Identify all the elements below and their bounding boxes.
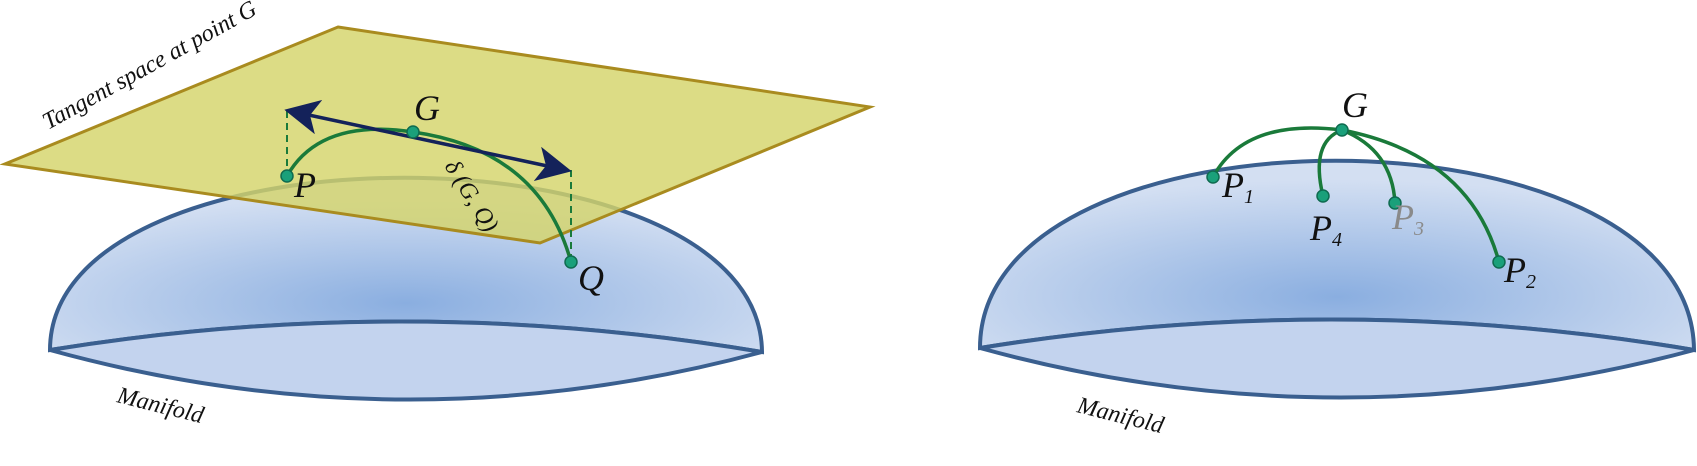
point-p2-label: P2 [1503,250,1536,293]
geodesic-g-p2 [1341,128,1501,263]
point-p2-subscript: 2 [1526,271,1536,293]
point-p1-label: P1 [1221,165,1254,208]
left-panel: Tangent space at point G G P Q δ (G, Q) … [0,0,876,429]
point-p3-subscript: 3 [1413,218,1424,240]
point-p3-label: P3 [1391,197,1424,240]
geodesic-g-p3 [1341,128,1397,204]
point-p2-letter: P [1503,250,1526,290]
point-g-left-label: G [414,88,440,128]
tangent-vector-arrow [284,99,572,182]
point-q-left [564,255,578,269]
point-p-left-label: P [293,165,316,205]
geodesic-g-p1 [1211,126,1343,178]
point-p3 [1388,196,1402,210]
point-p1-letter: P [1221,165,1244,205]
left-manifold-base [49,319,763,402]
point-p4 [1316,189,1330,203]
point-p4-subscript: 4 [1332,229,1342,251]
point-g-right-label: G [1342,85,1368,125]
point-p1 [1206,170,1220,184]
point-p4-letter: P [1309,208,1332,248]
point-p2 [1492,255,1506,269]
point-p-left [280,169,294,183]
right-manifold-label: Manifold [1074,392,1168,439]
point-g-left [406,125,420,139]
right-panel: G P1 P4 P3 P2 Manifold [977,85,1697,439]
point-p4-label: P4 [1309,208,1342,251]
point-g-right [1335,123,1349,137]
point-p1-subscript: 1 [1244,186,1254,208]
right-manifold-base [979,317,1695,400]
left-manifold-label: Manifold [114,382,208,429]
point-q-left-label: Q [578,258,604,298]
point-p3-letter: P [1391,197,1414,237]
